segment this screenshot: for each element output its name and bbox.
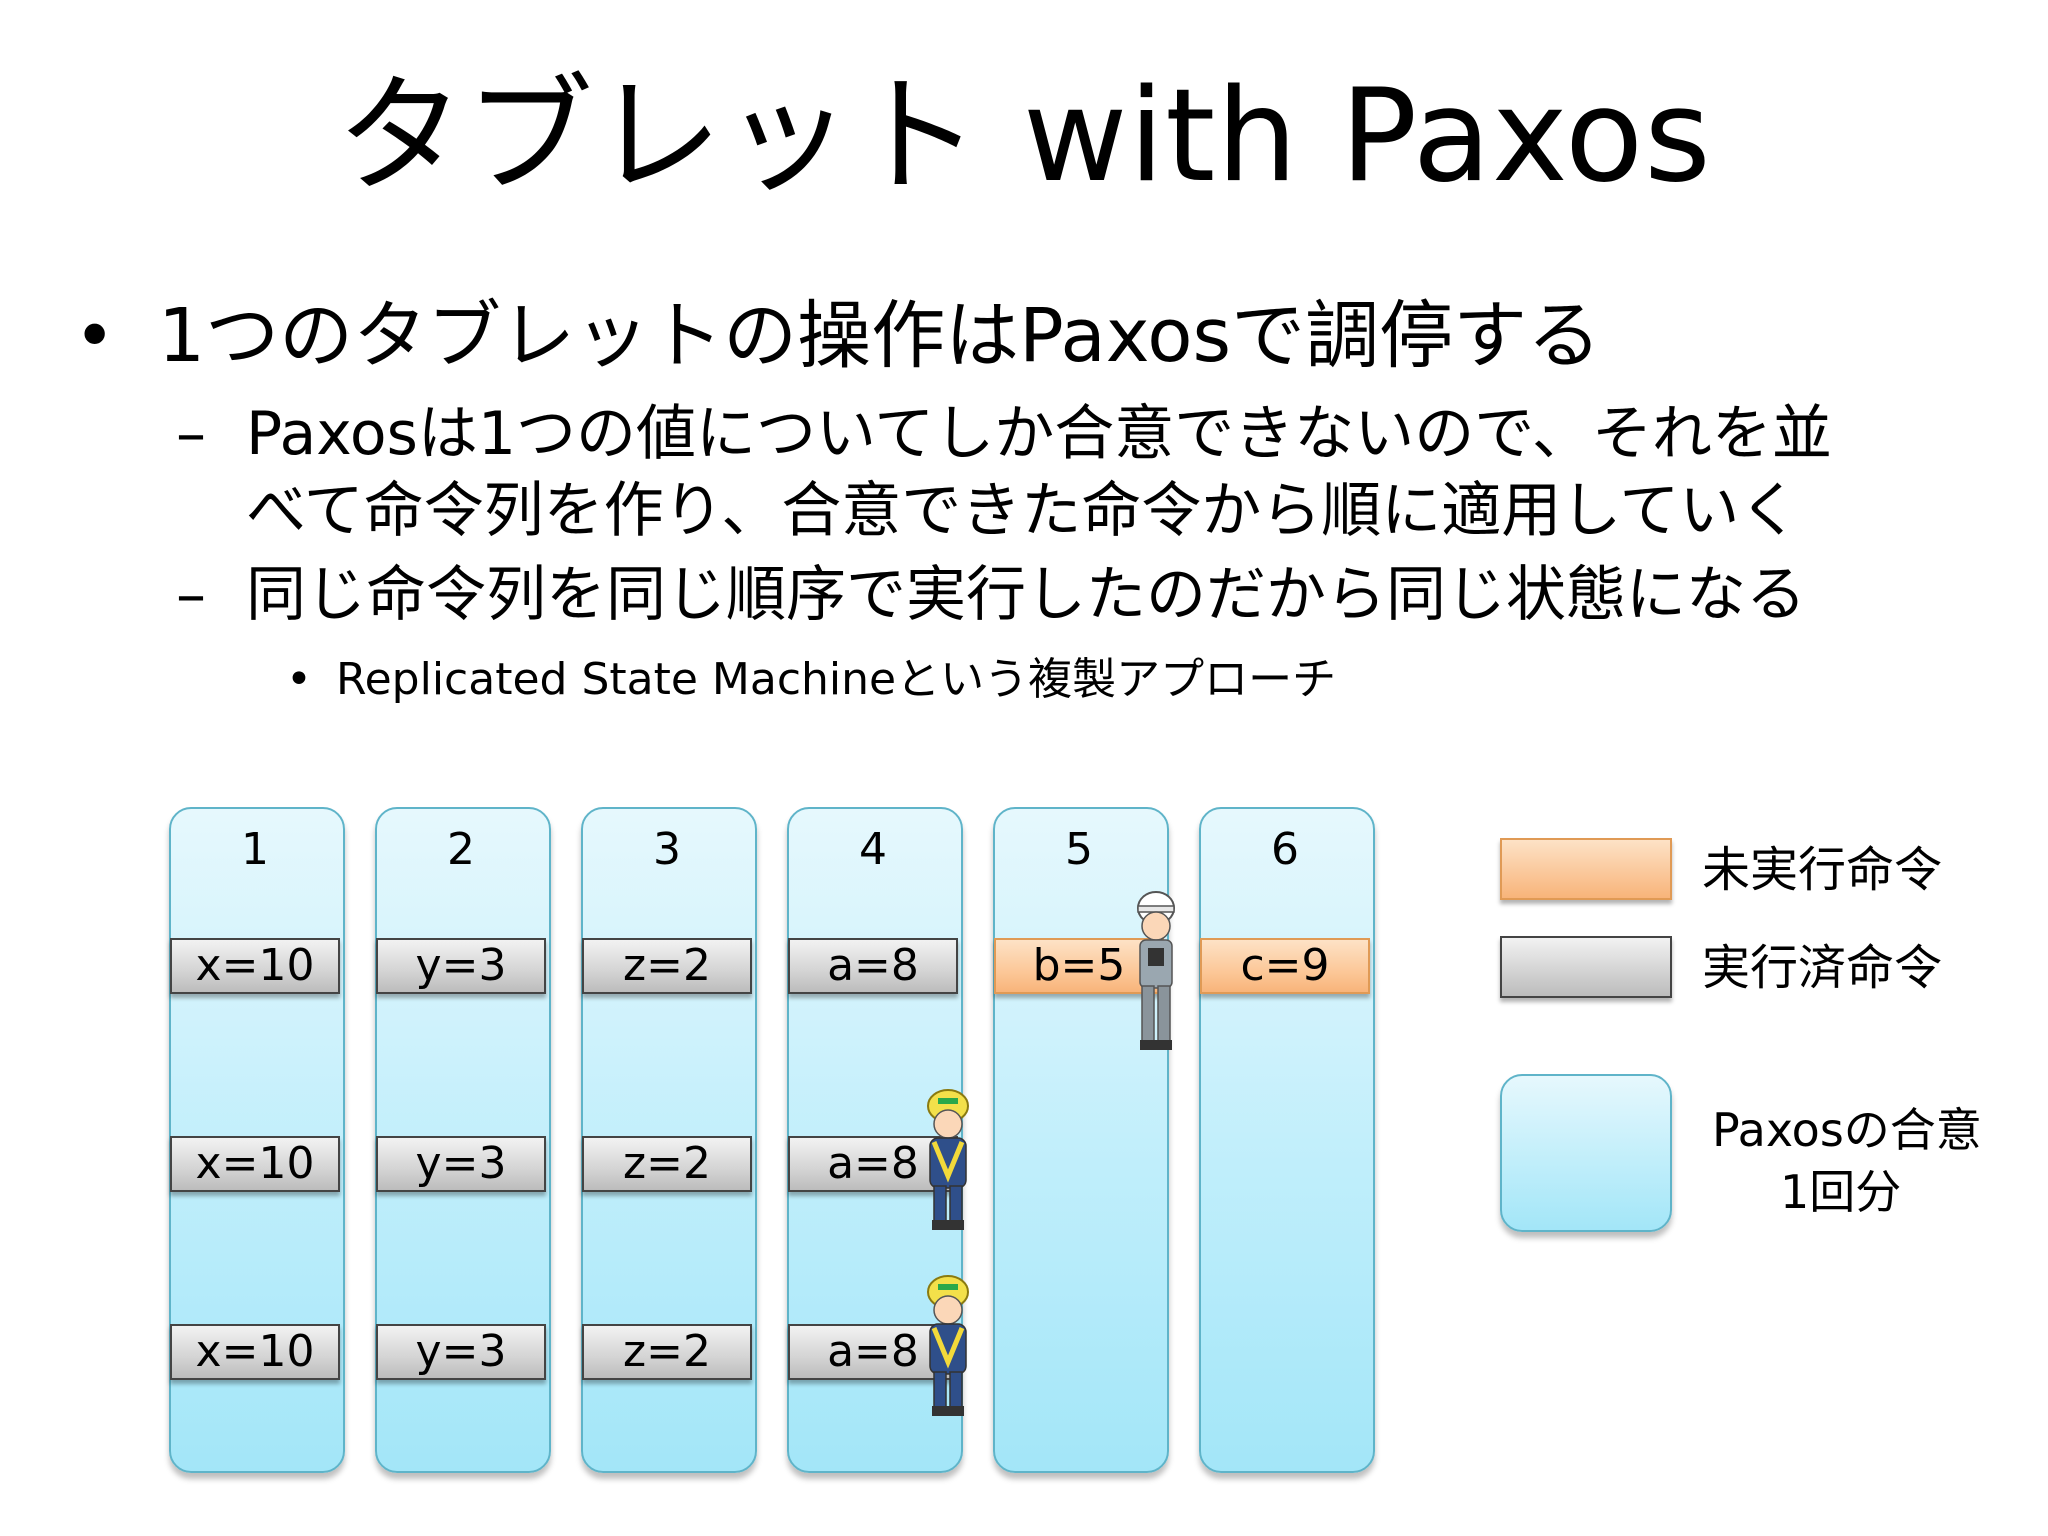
worker-icon xyxy=(927,1275,969,1416)
executed-command: z=2 xyxy=(582,1324,752,1380)
bullet-level1: 1つのタブレットの操作はPaxosで調停する xyxy=(158,293,1602,379)
pending-command: c=9 xyxy=(1200,938,1370,994)
executed-command: y=3 xyxy=(376,938,546,994)
legend-done-swatch xyxy=(1500,936,1672,998)
supervisor-icon xyxy=(1137,891,1175,1050)
legend-pending-swatch xyxy=(1500,838,1672,900)
dash-marker: – xyxy=(176,399,206,469)
legend-paxos-swatch xyxy=(1500,1074,1672,1232)
executed-command: y=3 xyxy=(376,1136,546,1192)
executed-command: x=10 xyxy=(170,938,340,994)
slide-title: タブレット with Paxos xyxy=(336,62,1712,211)
bullet-level2-b: 同じ命令列を同じ順序で実行したのだから同じ状態になる xyxy=(246,560,1806,630)
column-number: 6 xyxy=(1271,824,1299,875)
legend-done-label: 実行済命令 xyxy=(1702,940,1943,996)
legend-paxos-label-line2: 1回分 xyxy=(1780,1165,1902,1219)
executed-command: x=10 xyxy=(170,1136,340,1192)
bullet-level2-a-line1: Paxosは1つの値についてしか合意できないので、それを並 xyxy=(246,399,1832,469)
column-number: 3 xyxy=(653,824,681,875)
column-number: 4 xyxy=(859,824,887,875)
paxos-column-6 xyxy=(1199,807,1375,1473)
bullet-marker-small: • xyxy=(286,654,312,705)
executed-command: a=8 xyxy=(788,1136,958,1192)
worker-icon xyxy=(927,1089,969,1230)
dash-marker: – xyxy=(176,560,206,630)
executed-command: a=8 xyxy=(788,938,958,994)
column-number: 1 xyxy=(241,824,269,875)
pending-command: b=5 xyxy=(994,938,1164,994)
bullet-level3: Replicated State Machineという複製アプローチ xyxy=(336,654,1337,705)
executed-command: y=3 xyxy=(376,1324,546,1380)
executed-command: z=2 xyxy=(582,1136,752,1192)
executed-command: x=10 xyxy=(170,1324,340,1380)
legend-pending-label: 未実行命令 xyxy=(1702,842,1943,898)
paxos-column-5 xyxy=(993,807,1169,1473)
bullet-level2-a-line2: べて命令列を作り、合意できた命令から順に適用していく xyxy=(246,476,1800,546)
legend-paxos-label-line1: Paxosの合意 xyxy=(1712,1103,1982,1157)
column-number: 5 xyxy=(1065,824,1093,875)
executed-command: z=2 xyxy=(582,938,752,994)
bullet-marker: • xyxy=(74,295,116,377)
column-number: 2 xyxy=(447,824,475,875)
